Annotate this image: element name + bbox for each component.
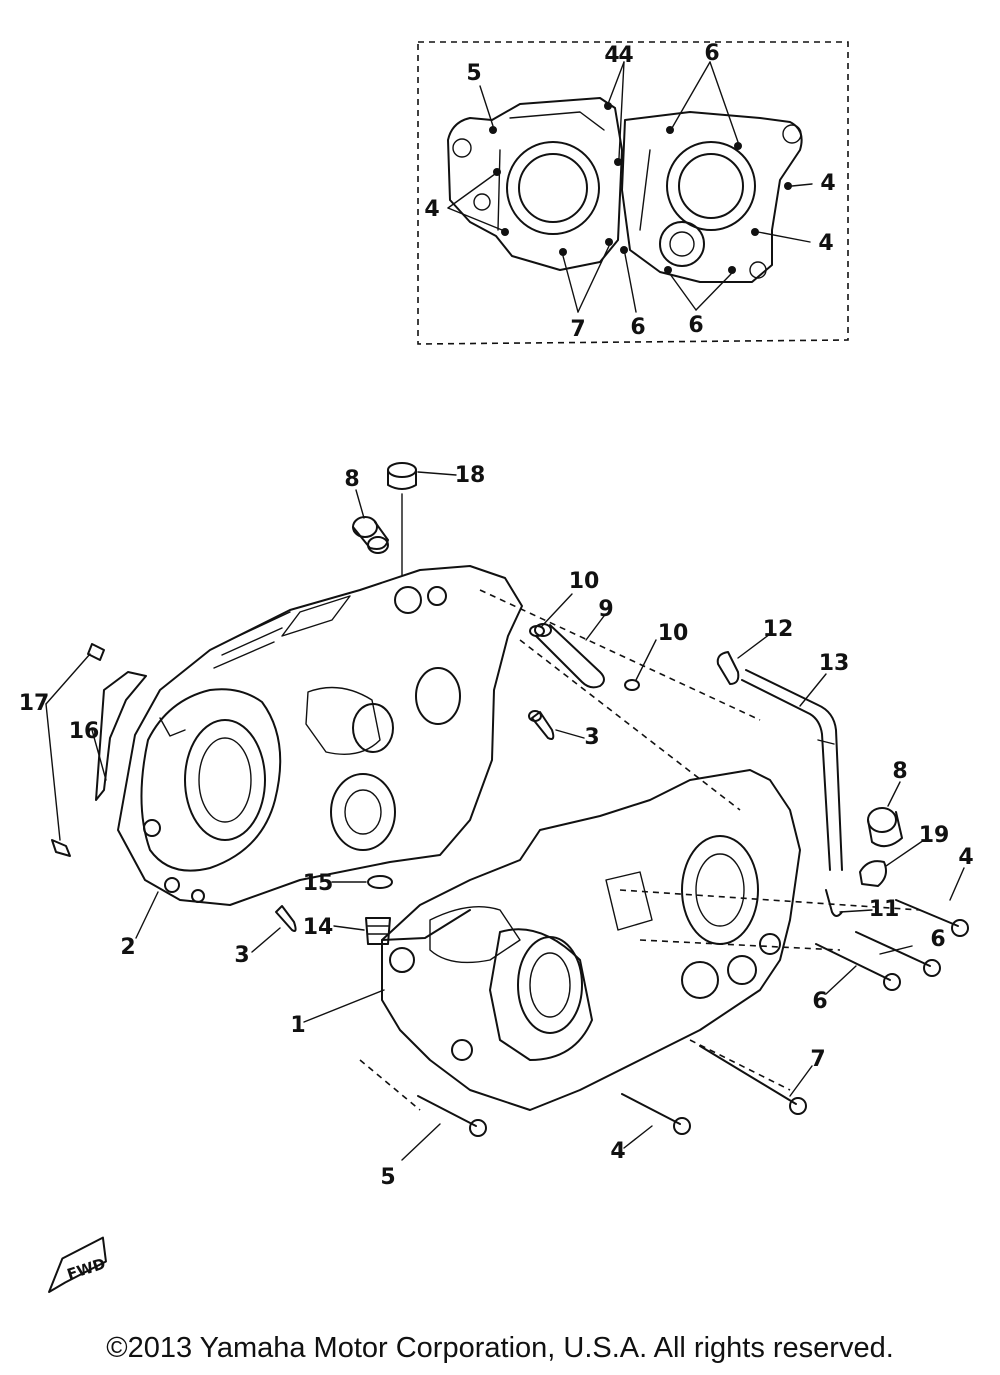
- callout-number: 15: [303, 871, 334, 896]
- part-15-washer: [367, 875, 393, 889]
- callout-number: 7: [810, 1047, 825, 1072]
- callout-number: 5: [466, 61, 481, 86]
- bolt-6-a: [855, 931, 941, 977]
- callout-number: 19: [919, 823, 950, 848]
- callout-number: 3: [234, 943, 249, 968]
- part-10-o-rings: [529, 625, 640, 691]
- part-13-breather-hose: [741, 669, 843, 871]
- callout-number: 4: [424, 197, 439, 222]
- right-crankcase: [381, 769, 801, 1111]
- callout-number: 18: [455, 463, 486, 488]
- inset-crankcase-top-view: [417, 41, 849, 345]
- callout-number: 16: [69, 719, 100, 744]
- callout-number: 4: [818, 231, 833, 256]
- callout-number: 11: [869, 897, 900, 922]
- callout-number: 5: [380, 1165, 395, 1190]
- part-17-bolt: [51, 643, 105, 857]
- callout-number: 6: [812, 989, 827, 1014]
- part-3-dowel: [528, 710, 555, 740]
- callout-number: 10: [569, 569, 600, 594]
- callout-number: 9: [598, 597, 613, 622]
- part-11-pin: [825, 889, 843, 917]
- part-12-breather-joint: [716, 651, 740, 685]
- alignment-dashes: [359, 589, 921, 1111]
- callout-number: 7: [570, 317, 585, 342]
- callout-number: 4: [604, 43, 619, 68]
- bolt-5: [417, 1095, 487, 1137]
- part-18-cap: [387, 462, 417, 576]
- callout-number: 6: [704, 41, 719, 66]
- main-leader-lines: [45, 471, 965, 1161]
- callout-number: 10: [658, 621, 689, 646]
- inset-leader-lines: [447, 61, 813, 313]
- callout-number: 4: [618, 43, 633, 68]
- callout-number: 6: [688, 313, 703, 338]
- callout-number: 17: [19, 691, 50, 716]
- callout-number: 8: [892, 759, 907, 784]
- callout-number: 8: [344, 467, 359, 492]
- left-crankcase: [117, 565, 523, 906]
- callout-number: 14: [303, 915, 334, 940]
- callout-number: 3: [584, 725, 599, 750]
- callout-number: 6: [630, 315, 645, 340]
- bolt-7: [699, 1045, 807, 1115]
- callout-number: 4: [958, 845, 973, 870]
- part-3-lower-dowel: [275, 905, 297, 932]
- callout-number: 6: [930, 927, 945, 952]
- fwd-arrow-icon: FWD: [48, 1236, 108, 1293]
- part-16-cover-plate: [95, 671, 147, 801]
- inset-bolt-heads: [489, 102, 792, 274]
- callout-number: 12: [763, 617, 794, 642]
- callout-number: 13: [819, 651, 850, 676]
- callout-number: 4: [820, 171, 835, 196]
- callout-number: 1: [290, 1013, 305, 1038]
- part-14-drain-plug: [365, 917, 391, 945]
- part-19-clamp: [859, 860, 887, 887]
- callout-number: 2: [120, 935, 135, 960]
- part-8-right-bushing: [867, 807, 903, 848]
- bolt-4-upper-right: [895, 899, 969, 937]
- bolt-4-lower: [621, 1093, 691, 1135]
- part-9-dowel-pipe: [534, 623, 605, 689]
- callout-number: 4: [610, 1139, 625, 1164]
- copyright-notice: ©2013 Yamaha Motor Corporation, U.S.A. A…: [106, 1332, 894, 1364]
- fwd-label: FWD: [65, 1254, 108, 1283]
- part-8-top-bushing: [352, 516, 389, 554]
- bolt-6-b: [815, 943, 901, 991]
